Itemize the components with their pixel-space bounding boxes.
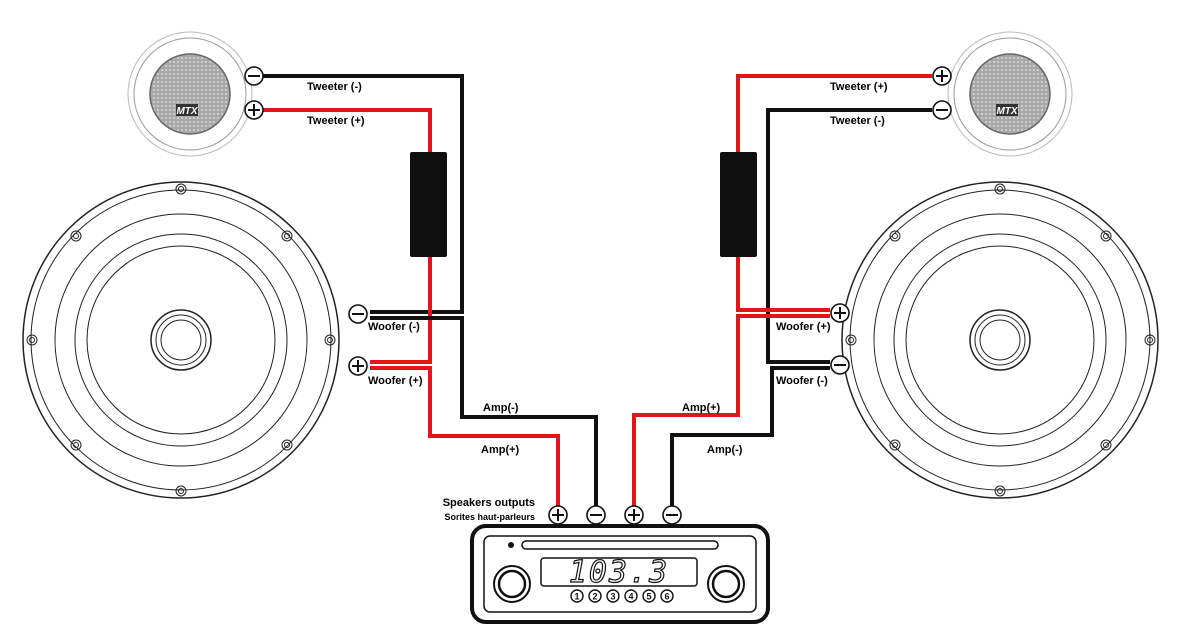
preset-button: 4: [624, 589, 638, 603]
label-speakers-outputs: Speakers outputs: [443, 497, 535, 509]
mounting-holes: [26, 183, 336, 497]
left-wiring: [262, 74, 598, 506]
label-right-woofer-minus: Woofer (-): [776, 375, 828, 387]
terminal-minus-icon: [830, 355, 850, 375]
right-tweeter: MTX: [947, 31, 1073, 157]
power-led-icon: [508, 542, 514, 548]
preset-label: 2: [592, 592, 597, 602]
output-minus-icon: [586, 505, 606, 525]
label-right-tweeter-plus: Tweeter (+): [830, 81, 888, 93]
preset-button: 5: [642, 589, 656, 603]
label-left-woofer-minus: Woofer (-): [368, 321, 420, 333]
output-plus-icon: [624, 505, 644, 525]
mtx-logo-icon: [176, 104, 198, 116]
preset-button: 2: [588, 589, 602, 603]
label-left-amp-plus: Amp(+): [481, 444, 520, 456]
terminal-plus-icon: [932, 66, 952, 86]
preset-buttons: 1 2 3 4 5 6: [570, 589, 674, 603]
mounting-holes: [845, 183, 1156, 497]
volume-knob-icon: [493, 565, 531, 603]
cd-slot: [521, 540, 719, 550]
label-left-tweeter-plus: Tweeter (+): [307, 115, 365, 127]
tweeter-logo-left: MTX: [176, 106, 198, 117]
preset-label: 3: [610, 592, 615, 602]
terminal-plus-icon: [244, 100, 264, 120]
terminal-minus-icon: [244, 66, 264, 86]
mtx-logo-icon: [996, 104, 1018, 116]
terminal-plus-icon: [830, 303, 850, 323]
preset-label: 4: [628, 592, 633, 602]
right-wiring: [632, 74, 932, 506]
right-crossover: [720, 152, 757, 257]
terminal-minus-icon: [932, 100, 952, 120]
output-minus-icon: [662, 505, 682, 525]
label-right-woofer-plus: Woofer (+): [776, 321, 831, 333]
tuning-knob-icon: [707, 565, 745, 603]
preset-button: 1: [570, 589, 584, 603]
terminal-minus-icon: [348, 304, 368, 324]
left-tweeter: MTX: [127, 31, 253, 157]
head-unit: 103.3 1 2 3 4: [470, 524, 770, 624]
label-right-tweeter-minus: Tweeter (-): [830, 115, 885, 127]
head-unit-display: [540, 557, 698, 587]
label-left-amp-minus: Amp(-): [483, 402, 519, 414]
preset-button: 6: [660, 589, 674, 603]
tweeter-logo-right: MTX: [996, 106, 1018, 117]
label-right-amp-plus: Amp(+): [682, 402, 721, 414]
right-woofer: [841, 181, 1159, 499]
label-left-tweeter-minus: Tweeter (-): [307, 81, 362, 93]
preset-label: 6: [664, 592, 669, 602]
display-frequency: 103.3: [569, 555, 669, 590]
preset-label: 1: [574, 592, 579, 602]
preset-label: 5: [646, 592, 651, 602]
preset-button: 3: [606, 589, 620, 603]
label-left-woofer-plus: Woofer (+): [368, 375, 423, 387]
terminal-plus-icon: [348, 356, 368, 376]
left-woofer: [22, 181, 340, 499]
label-speakers-outputs-fr: Sorites haut-parleurs: [444, 512, 535, 522]
label-right-amp-minus: Amp(-): [707, 444, 743, 456]
output-plus-icon: [548, 505, 568, 525]
left-crossover: [410, 152, 447, 257]
